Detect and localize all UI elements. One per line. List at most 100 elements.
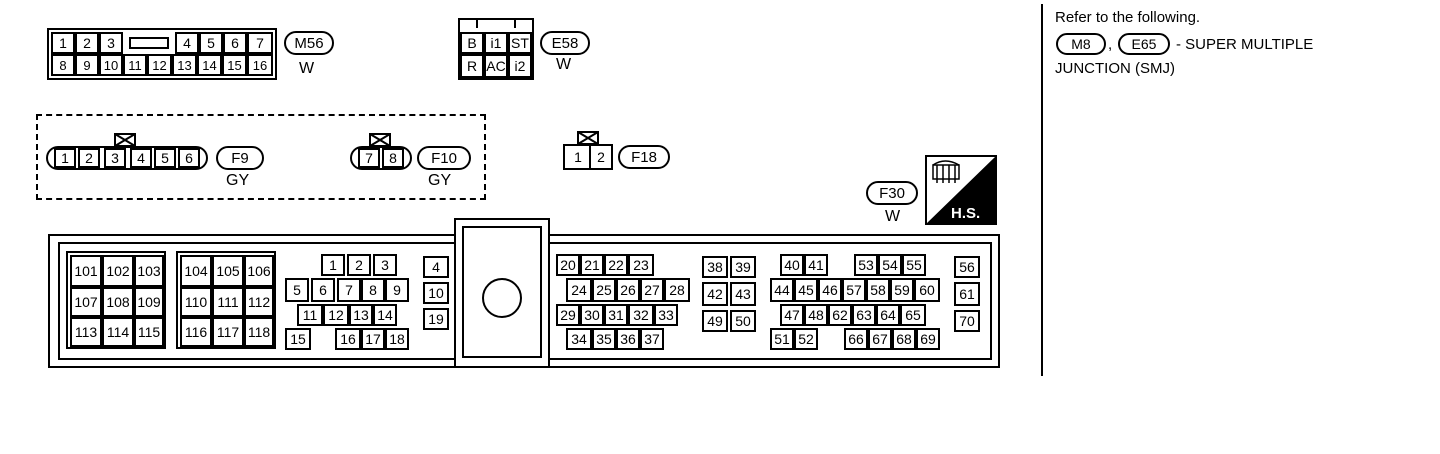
pin: 16 (247, 54, 273, 76)
pin: 26 (616, 278, 640, 302)
pin: 66 (844, 328, 868, 350)
pin: 2 (78, 148, 100, 168)
pin: 37 (640, 328, 664, 350)
pin: 1 (51, 32, 75, 54)
pin: 6 (178, 148, 200, 168)
pin: 6 (311, 278, 335, 302)
pin: 3 (373, 254, 397, 276)
pin: 12 (147, 54, 172, 76)
pin: 18 (385, 328, 409, 350)
pin: i1 (484, 32, 508, 54)
lock-tab-icon (577, 131, 599, 145)
pin: 102 (102, 255, 134, 287)
pin: B (460, 32, 484, 54)
connector-id-f18: F18 (618, 145, 670, 169)
pin: 38 (702, 256, 728, 278)
pin: 34 (566, 328, 592, 350)
pin: 53 (854, 254, 878, 276)
dashed-group-outline (36, 114, 486, 200)
hs-badge: H.S. (925, 155, 997, 225)
pin: 4 (130, 148, 152, 168)
ecm-center-post (482, 278, 522, 318)
pin: 50 (730, 310, 756, 332)
key-slot (129, 37, 169, 49)
vertical-divider (1041, 4, 1043, 376)
wire-color-f30: W (885, 208, 901, 225)
pin: 27 (640, 278, 664, 302)
ecm-block-c: 1 2 3 5 6 7 8 9 11 12 13 14 15 16 17 18 (285, 254, 413, 350)
pin: 7 (358, 148, 380, 168)
ecm-block-b: 104 105 106 110 111 112 116 117 118 (176, 251, 276, 349)
pin: 43 (730, 282, 756, 306)
pin: 29 (556, 304, 580, 326)
pin: 19 (423, 308, 449, 330)
pin: 5 (199, 32, 223, 54)
pin: 54 (878, 254, 902, 276)
pin: R (460, 54, 484, 78)
ecm-block-d: 4 10 19 (421, 256, 451, 332)
connector-id-m56: M56 (284, 31, 334, 55)
ecm-block-a: 101 102 103 107 108 109 113 114 115 (66, 251, 166, 349)
pin: 114 (102, 317, 134, 347)
pin: 61 (954, 282, 980, 306)
connector-f9-body (46, 146, 208, 170)
pin: 8 (51, 54, 75, 76)
pin: 51 (770, 328, 794, 350)
pin: 35 (592, 328, 616, 350)
pin: 111 (212, 287, 244, 317)
pin: 69 (916, 328, 940, 350)
pin: 101 (70, 255, 102, 287)
pin: 13 (172, 54, 197, 76)
wire-color-f9: GY (226, 172, 250, 189)
pin: 48 (804, 304, 828, 326)
pin: 3 (99, 32, 123, 54)
pin: ST (508, 32, 532, 54)
pin: 31 (604, 304, 628, 326)
pin: 7 (247, 32, 273, 54)
pin: 58 (866, 278, 890, 302)
pin: 55 (902, 254, 926, 276)
pin: 65 (900, 304, 926, 326)
pin: 59 (890, 278, 914, 302)
pin: 4 (423, 256, 449, 278)
connector-f18: 1 2 (563, 144, 613, 170)
connector-f9: 1 2 3 4 5 6 (46, 146, 208, 170)
lock-tab-icon (369, 133, 391, 147)
pin: 49 (702, 310, 728, 332)
pin: 3 (104, 148, 126, 168)
pin-divider (589, 146, 591, 168)
pin: 8 (361, 278, 385, 302)
connector-id-f10: F10 (417, 146, 471, 170)
pin: 28 (664, 278, 690, 302)
pin: 68 (892, 328, 916, 350)
pin: 56 (954, 256, 980, 278)
pin: 15 (285, 328, 311, 350)
connector-m56-body (47, 28, 277, 80)
wire-color-m56: W (299, 60, 315, 77)
connector-e58-tab (476, 18, 516, 28)
pin: i2 (508, 54, 532, 78)
pin: 62 (828, 304, 852, 326)
hs-badge-label: H.S. (951, 205, 981, 222)
pin: 11 (297, 304, 323, 326)
pin: 4 (175, 32, 199, 54)
pin: 15 (222, 54, 247, 76)
pin: 21 (580, 254, 604, 276)
pin: 70 (954, 310, 980, 332)
ecm-block-g: 40 41 53 54 55 44 45 46 57 58 59 60 47 4… (768, 254, 944, 350)
pin: 116 (180, 317, 212, 347)
pin: 41 (804, 254, 828, 276)
pin: 36 (616, 328, 640, 350)
pin: 5 (154, 148, 176, 168)
connector-f10-body (350, 146, 412, 170)
pin: 11 (123, 54, 147, 76)
pin: 5 (285, 278, 309, 302)
pin: 2 (75, 32, 99, 54)
pin: 60 (914, 278, 940, 302)
pin: 67 (868, 328, 892, 350)
pin: 64 (876, 304, 900, 326)
pin: 22 (604, 254, 628, 276)
pin: 1 (321, 254, 345, 276)
pin: 57 (842, 278, 866, 302)
note-line-2: - SUPER MULTIPLE (1176, 36, 1314, 53)
